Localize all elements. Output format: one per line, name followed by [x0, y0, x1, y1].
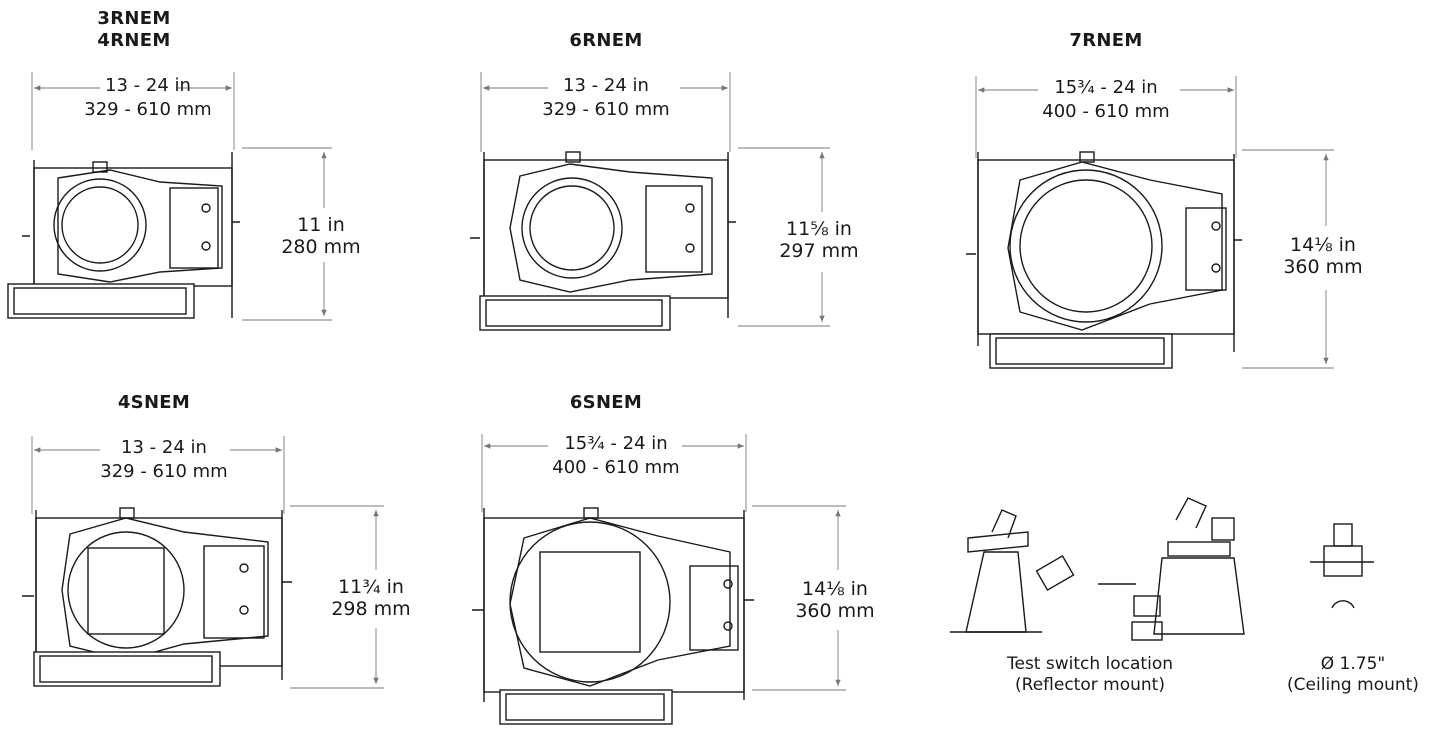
height-mm-1: 280 mm — [281, 236, 361, 258]
fixture-7rnem-drawing — [966, 76, 1334, 369]
fixture-title-4snem: 4SNEM — [117, 392, 191, 413]
fixture-6rnem-drawing — [470, 72, 830, 331]
fixture-title-7rnem: 7RNEM — [1069, 30, 1143, 51]
fixture-title-4rnem: 4RNEM — [97, 30, 171, 51]
width-mm-3: 400 - 610 mm — [1042, 101, 1170, 122]
width-dimension-1: 13 - 24 in 329 - 610 mm — [68, 74, 228, 122]
fixture-title-3rnem: 3RNEM — [97, 8, 171, 29]
fixture-title-6rnem: 6RNEM — [569, 30, 643, 51]
reflector-mount-drawing — [950, 497, 1245, 641]
ceiling-caption-line2: (Ceiling mount) — [1287, 675, 1419, 695]
width-in-5: 15¾ - 24 in — [564, 433, 668, 454]
height-mm-5: 360 mm — [795, 600, 875, 622]
width-dimension-4: 13 - 24 in 329 - 610 mm — [84, 436, 244, 484]
fixture-3rnem-4rnem-drawing — [7, 72, 332, 321]
height-mm-4: 298 mm — [331, 598, 411, 620]
ceiling-mount-caption: Ø 1.75" (Ceiling mount) — [1278, 654, 1428, 696]
width-mm-5: 400 - 610 mm — [552, 457, 680, 478]
height-in-3: 14⅛ in — [1290, 234, 1356, 256]
height-dimension-1: 11 in 280 mm — [276, 214, 366, 258]
width-in-1: 13 - 24 in — [105, 75, 191, 96]
width-dimension-3: 15¾ - 24 in 400 - 610 mm — [1026, 76, 1186, 124]
height-in-4: 11¾ in — [338, 576, 404, 598]
width-dimension-5: 15¾ - 24 in 400 - 610 mm — [536, 432, 696, 480]
height-dimension-3: 14⅛ in 360 mm — [1278, 234, 1368, 278]
height-dimension-5: 14⅛ in 360 mm — [790, 578, 880, 622]
width-in-2: 13 - 24 in — [563, 75, 649, 96]
width-mm-4: 329 - 610 mm — [100, 461, 228, 482]
fixture-title-6snem: 6SNEM — [569, 392, 643, 413]
width-mm-2: 329 - 610 mm — [542, 99, 670, 120]
width-in-3: 15¾ - 24 in — [1054, 77, 1158, 98]
fixture-title-group: 3RNEM 4RNEM — [84, 8, 184, 52]
height-mm-2: 297 mm — [779, 240, 859, 262]
height-mm-3: 360 mm — [1283, 256, 1363, 278]
reflector-mount-caption: Test switch location (Reflector mount) — [980, 654, 1200, 696]
fixture-6snem-drawing — [472, 434, 846, 725]
width-mm-1: 329 - 610 mm — [84, 99, 212, 120]
height-in-5: 14⅛ in — [802, 578, 868, 600]
reflector-caption-line1: Test switch location — [1006, 654, 1173, 674]
height-in-1: 11 in — [297, 214, 345, 236]
height-in-2: 11⅝ in — [786, 218, 852, 240]
ceiling-caption-line1: Ø 1.75" — [1320, 654, 1386, 674]
width-in-4: 13 - 24 in — [121, 437, 207, 458]
height-dimension-4: 11¾ in 298 mm — [326, 576, 416, 620]
ceiling-mount-drawing — [1310, 523, 1374, 609]
height-dimension-2: 11⅝ in 297 mm — [774, 218, 864, 262]
reflector-caption-line2: (Reflector mount) — [1015, 675, 1165, 695]
fixture-4snem-drawing — [22, 436, 384, 689]
width-dimension-2: 13 - 24 in 329 - 610 mm — [526, 74, 686, 122]
